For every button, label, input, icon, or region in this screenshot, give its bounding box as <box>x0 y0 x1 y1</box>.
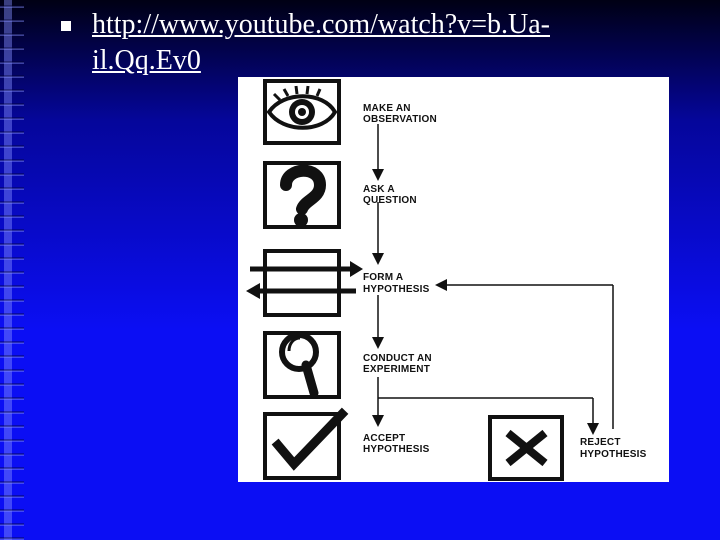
magnifier-icon <box>263 331 341 399</box>
step-experiment-label-1: CONDUCT AN <box>363 353 432 364</box>
step-reject-label-2: HYPOTHESIS <box>580 449 647 460</box>
decorative-left-strip <box>0 0 24 540</box>
scientific-method-diagram: MAKE AN OBSERVATION ASK A QUESTION FORM … <box>238 77 669 482</box>
step-experiment-label-2: EXPERIMENT <box>363 364 430 375</box>
checkmark-icon <box>263 407 349 480</box>
eye-icon <box>263 79 341 145</box>
youtube-link[interactable]: http://www.youtube.com/watch?v=b.Ua- il.… <box>92 7 692 79</box>
flow-arrows <box>372 124 614 435</box>
step-accept-label-1: ACCEPT <box>363 433 405 444</box>
step-hypothesis-label-2: HYPOTHESIS <box>363 284 430 295</box>
step-question-label-1: ASK A <box>363 184 395 195</box>
link-line-1[interactable]: http://www.youtube.com/watch?v=b.Ua- <box>92 9 550 40</box>
link-line-2[interactable]: il.Qq.Ev0 <box>92 45 201 76</box>
diagram-canvas: MAKE AN OBSERVATION ASK A QUESTION FORM … <box>246 79 647 481</box>
step-hypothesis-label-1: FORM A <box>363 272 403 283</box>
exchange-arrows-icon <box>246 249 363 317</box>
step-accept-label-2: HYPOTHESIS <box>363 444 430 455</box>
bullet-square-icon <box>61 21 71 31</box>
step-question-label-2: QUESTION <box>363 195 417 206</box>
x-mark-icon <box>488 415 564 481</box>
step-observation-label-2: OBSERVATION <box>363 114 437 125</box>
step-reject-label-1: REJECT <box>580 437 621 448</box>
step-observation-label-1: MAKE AN <box>363 103 411 114</box>
question-mark-icon <box>263 161 341 229</box>
